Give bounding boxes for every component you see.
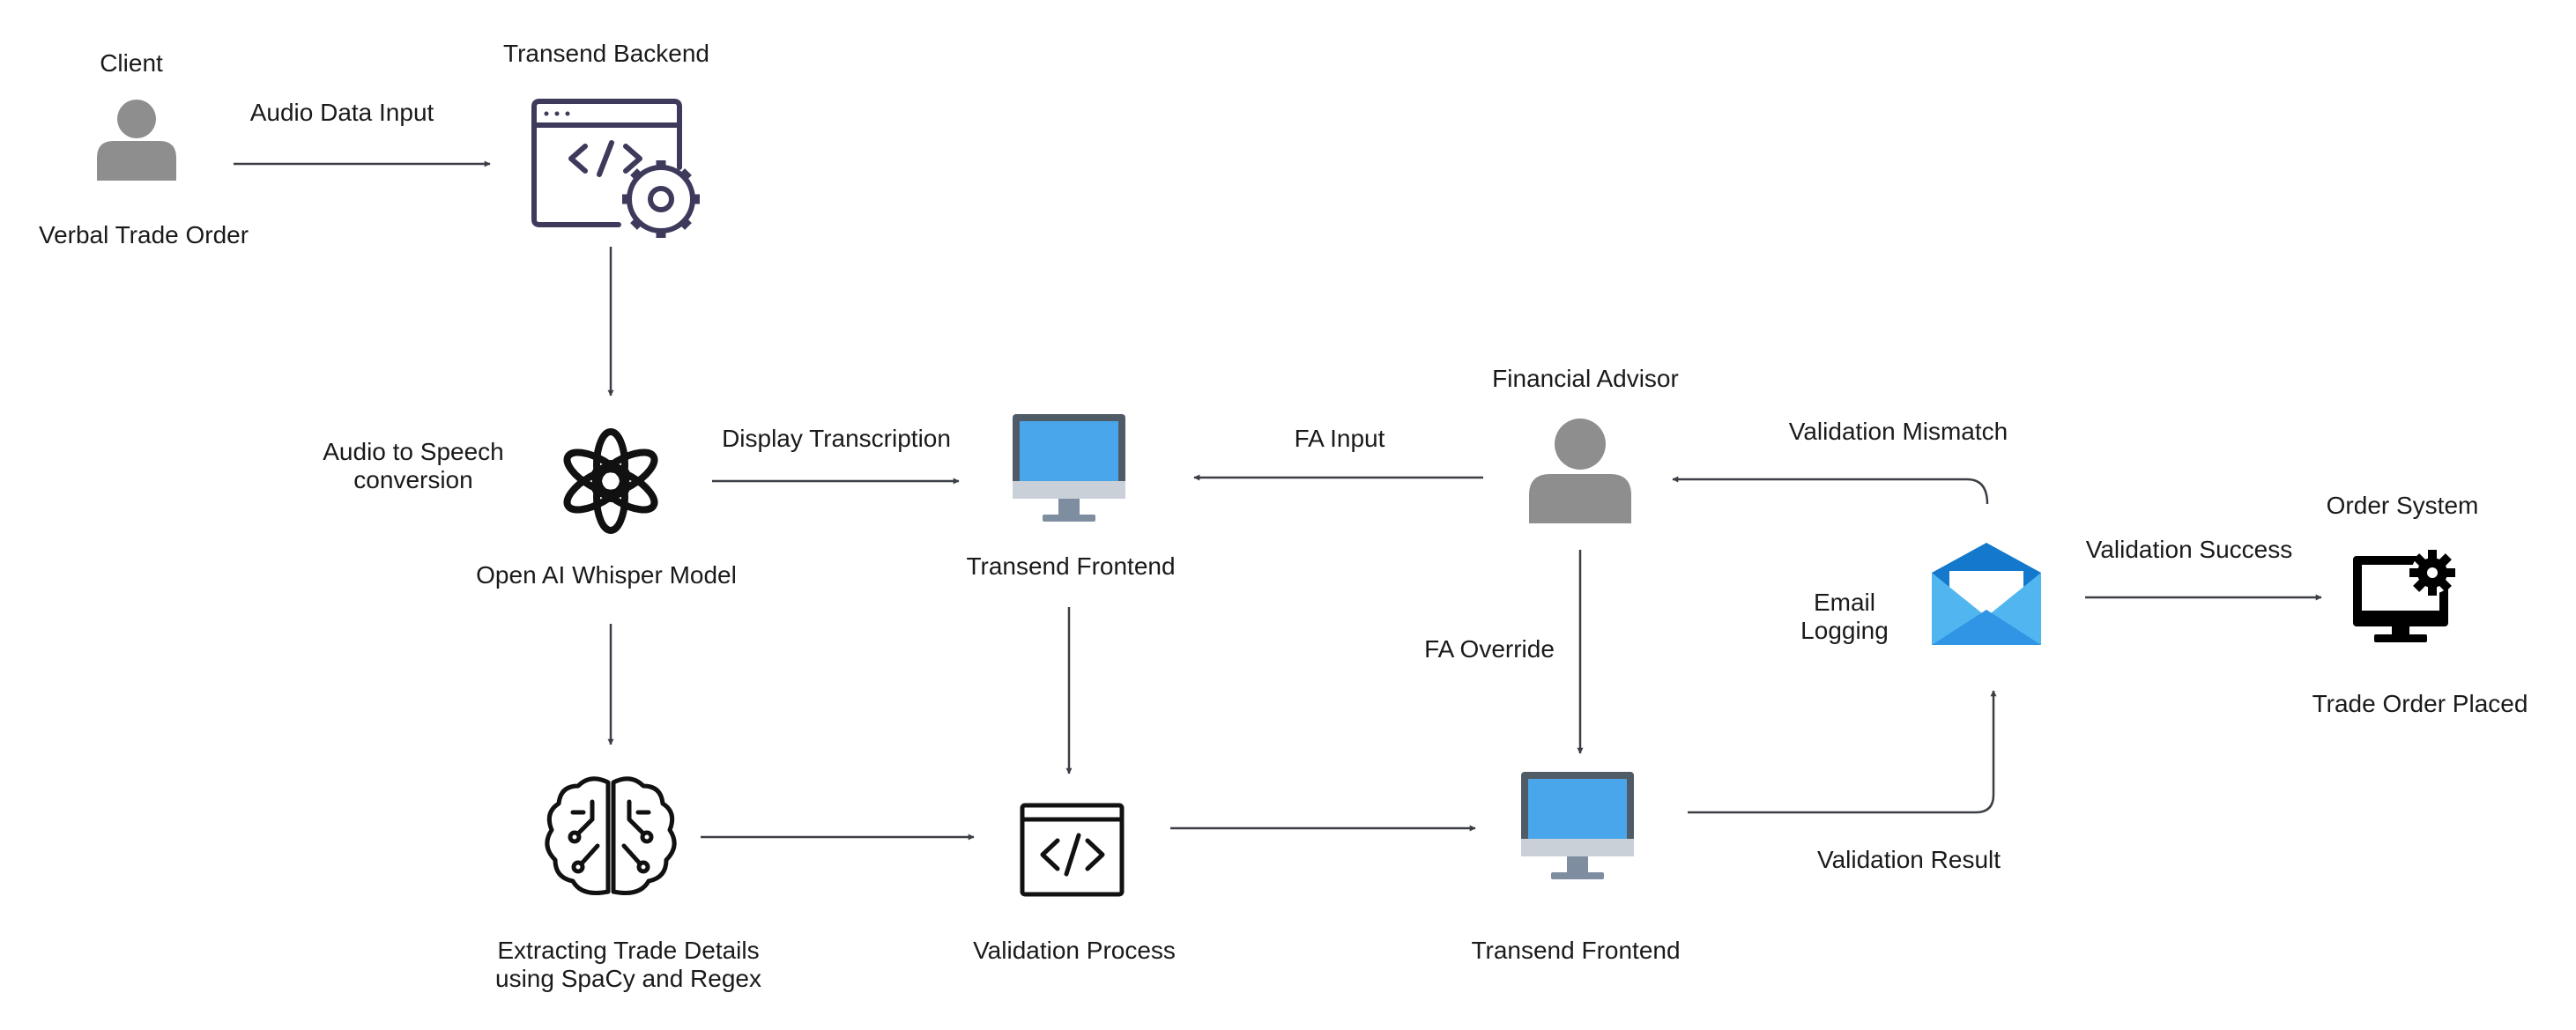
client-title: Client — [100, 49, 163, 77]
edge-label-display-transcription: Display Transcription — [722, 425, 951, 452]
nlp-title: Extracting Trade Details using SpaCy and… — [495, 937, 761, 992]
validation-title: Validation Process — [973, 937, 1176, 964]
edge-label-validation-result: Validation Result — [1816, 846, 2001, 873]
whisper-title: Open AI Whisper Model — [476, 561, 737, 589]
arrow-validation-mismatch — [1672, 476, 1989, 505]
frontend-top-title: Transend Frontend — [966, 552, 1176, 580]
order-system-subtitle: Trade Order Placed — [2312, 690, 2528, 717]
edge-label-validation-mismatch: Validation Mismatch — [1788, 418, 2008, 445]
edge-label-audio-input: Audio Data Input — [249, 99, 434, 126]
edge-label-fa-override: FA Override — [1424, 635, 1555, 663]
whisper-side-label: Audio to Speech conversion — [323, 438, 504, 493]
email-side-label: Email Logging — [1800, 589, 1889, 644]
client-subtitle: Verbal Trade Order — [38, 221, 249, 248]
computer-gear-icon — [2353, 550, 2455, 642]
desktop-monitor-icon — [1013, 414, 1125, 522]
arrow-validation-result — [1688, 690, 1997, 814]
advisor-title: Financial Advisor — [1492, 365, 1679, 392]
edge-label-validation-success: Validation Success — [2085, 536, 2293, 563]
order-system-title: Order System — [2326, 492, 2479, 519]
edge-label-fa-input: FA Input — [1294, 425, 1385, 452]
code-monitor-gear-icon — [531, 99, 700, 238]
frontend-bottom-title: Transend Frontend — [1471, 937, 1681, 964]
person-icon — [97, 100, 176, 181]
code-window-icon — [1020, 803, 1125, 897]
backend-title: Transend Backend — [503, 40, 709, 67]
person-icon — [1529, 419, 1631, 523]
desktop-monitor-icon — [1521, 772, 1634, 879]
brain-circuit-icon — [545, 776, 677, 895]
mail-envelope-icon — [1932, 543, 2041, 645]
openai-logo-icon — [563, 428, 658, 534]
